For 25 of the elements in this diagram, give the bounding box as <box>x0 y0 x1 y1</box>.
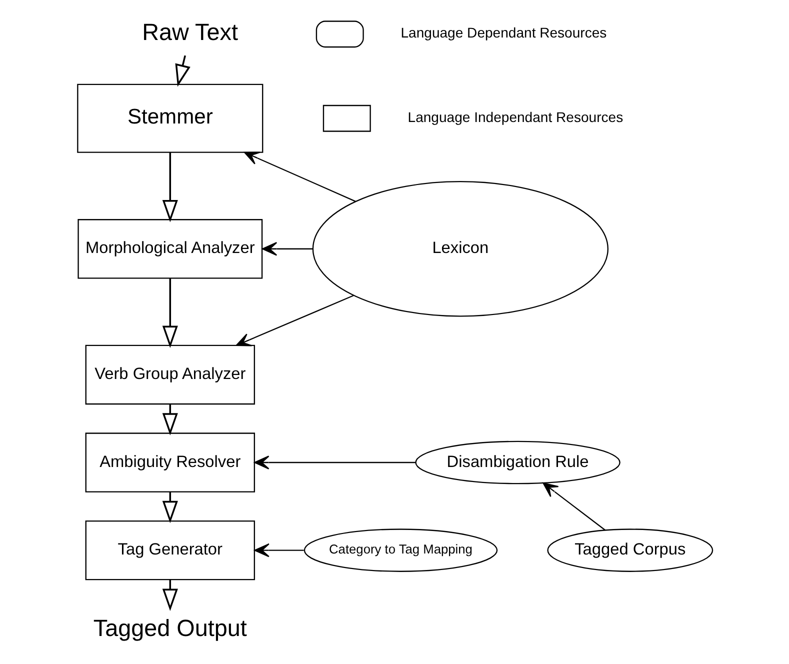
arrow <box>162 492 178 524</box>
arrow <box>162 278 178 348</box>
node-box: Verb Group Analyzer <box>84 344 255 405</box>
arrow <box>254 543 304 558</box>
node-box: Morphological Analyzer <box>77 219 262 279</box>
arrow <box>254 456 416 470</box>
node-box: Tag Generator <box>84 520 255 580</box>
node-box: Stemmer <box>76 84 263 153</box>
arrow <box>261 242 312 256</box>
arrow <box>162 580 178 612</box>
node-ellipse: Tagged Corpus <box>546 528 713 572</box>
node-text: Raw Text <box>142 18 238 45</box>
arrow <box>243 152 356 202</box>
arrow <box>235 294 354 346</box>
node-ellipse: Lexicon <box>312 181 608 317</box>
node-ellipse: Disambigation Rule <box>414 440 620 484</box>
arrow <box>174 55 190 87</box>
legend-label: Language Dependant Resources <box>400 24 606 41</box>
node-text: Tagged Output <box>92 614 246 641</box>
arrow <box>162 404 178 436</box>
legend-label: Language Independant Resources <box>407 109 623 126</box>
arrow <box>542 482 605 531</box>
node-ellipse: Category to Tag Mapping <box>303 528 498 572</box>
arrow <box>162 152 178 222</box>
node-box: Ambiguity Resolver <box>84 432 255 492</box>
